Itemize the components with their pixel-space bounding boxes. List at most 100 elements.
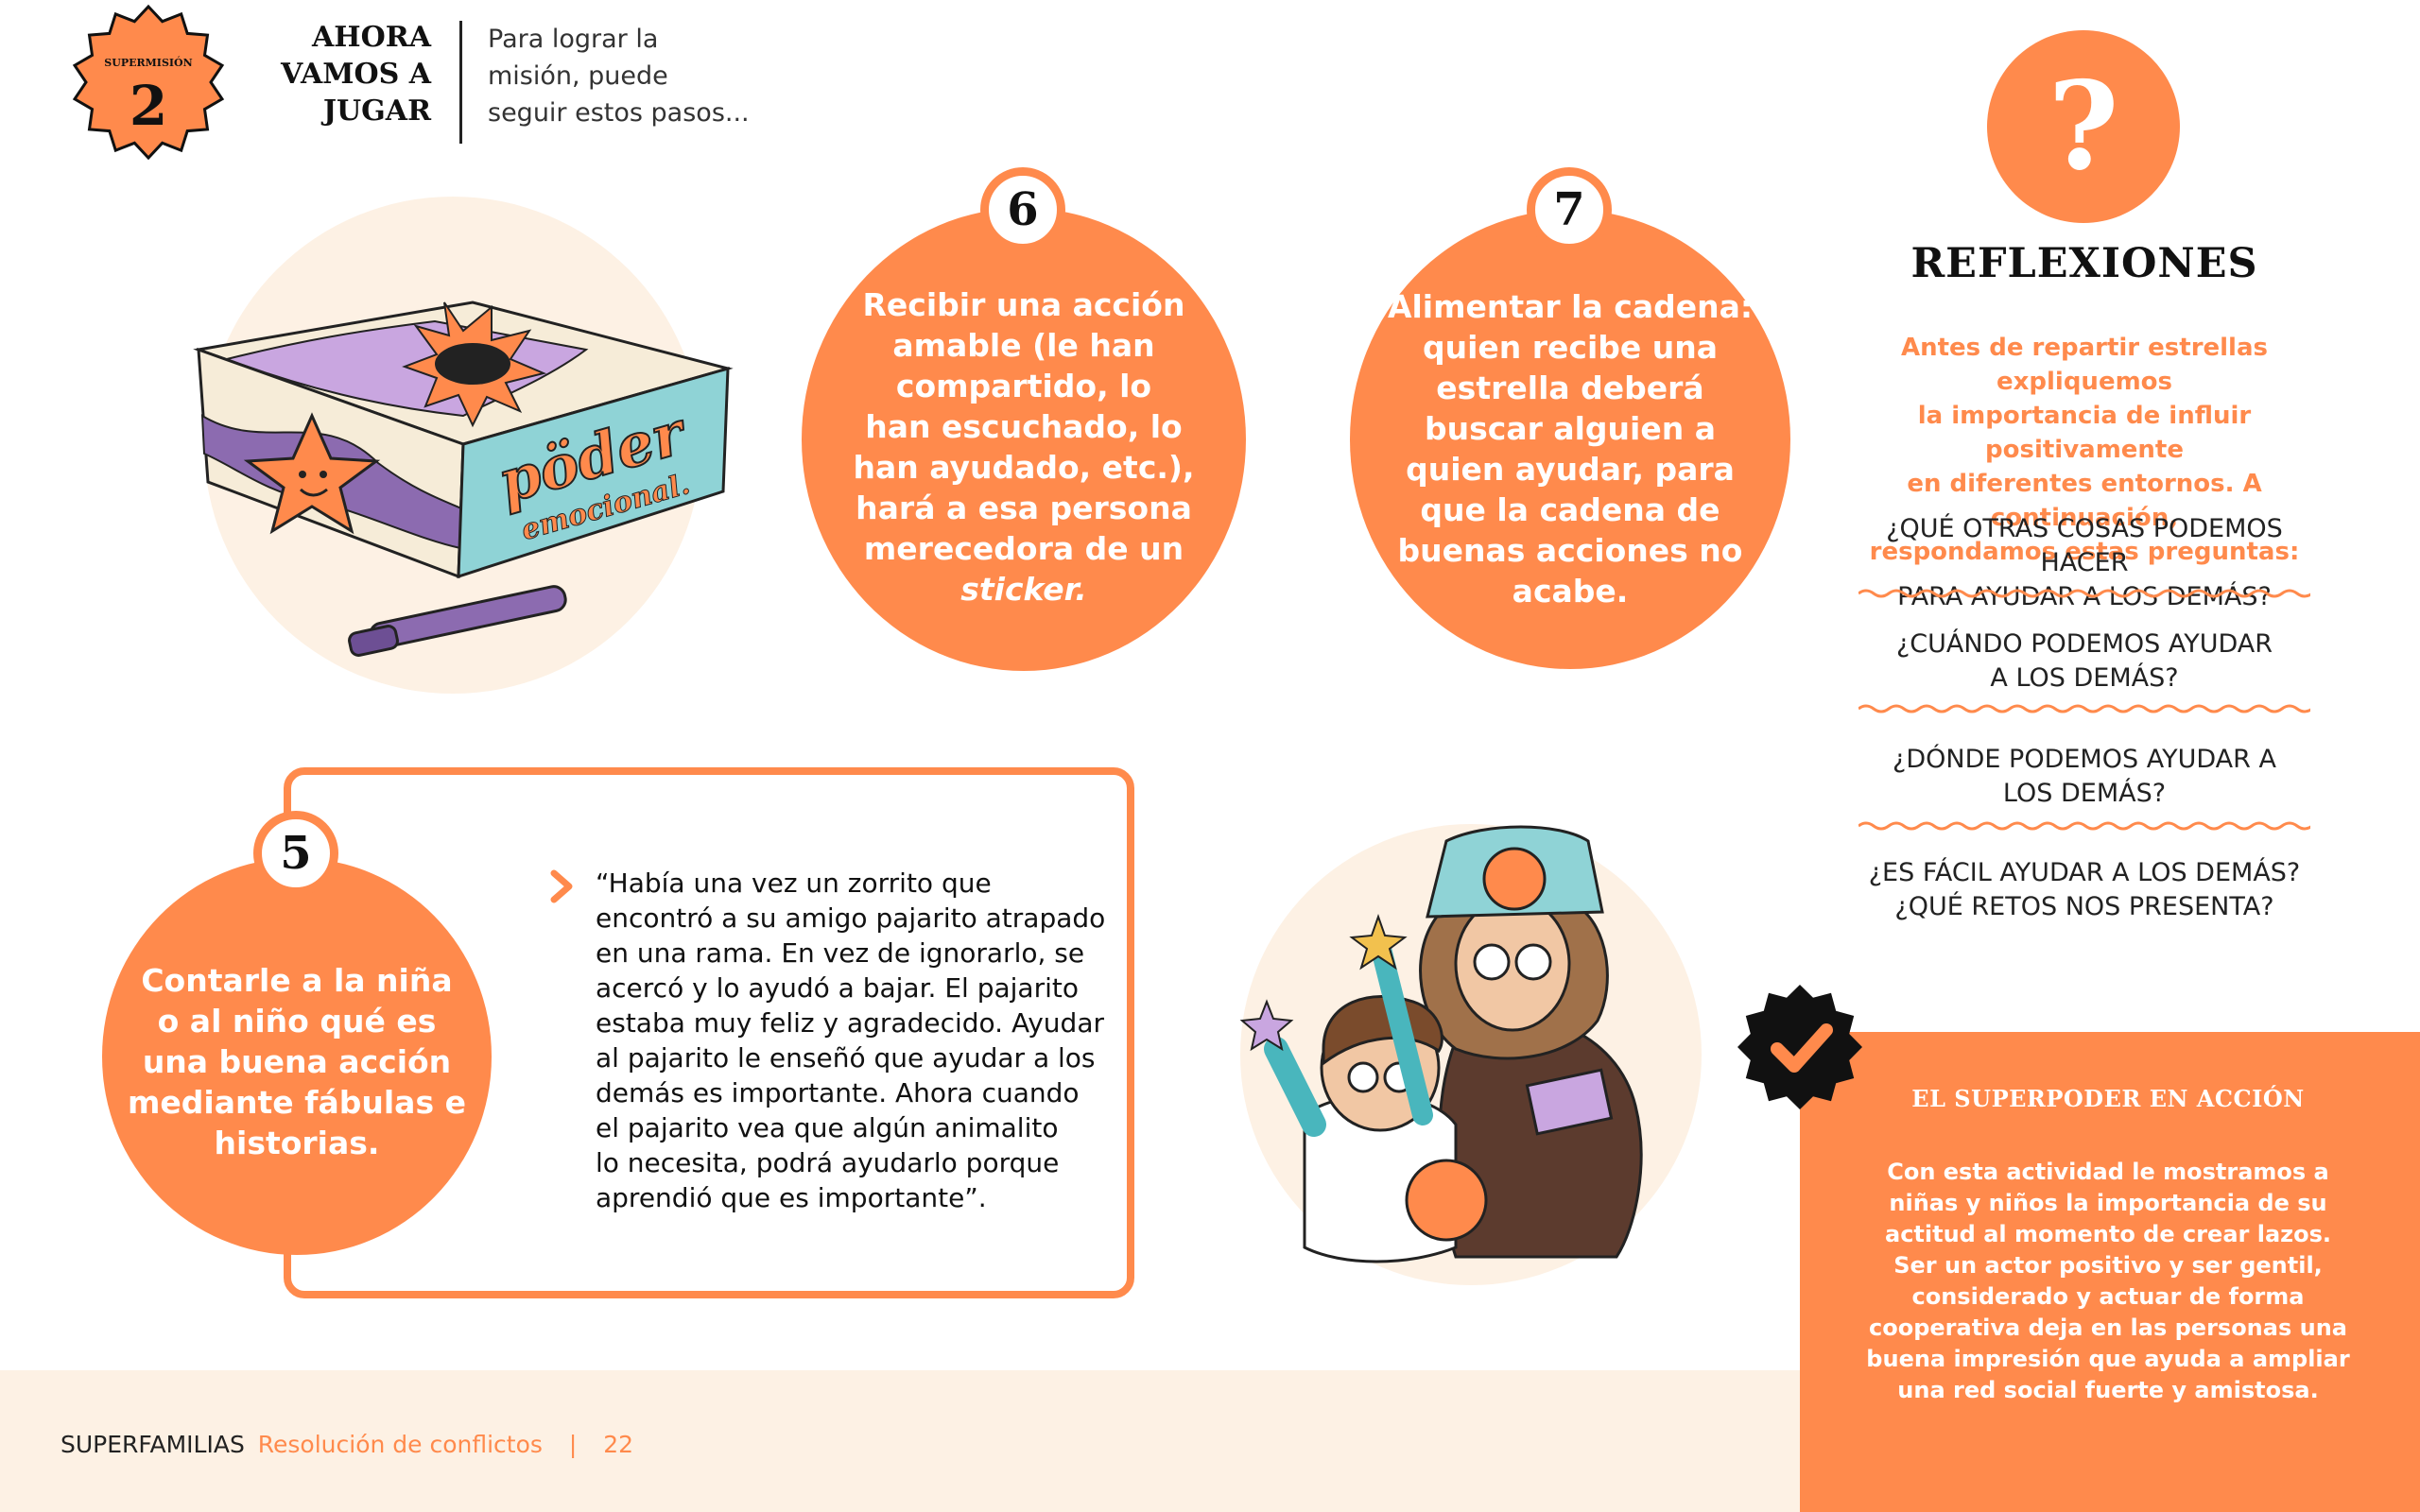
step-6-text: Recibir una acción amable (le han compar… xyxy=(853,284,1194,610)
footer-page-number: 22 xyxy=(603,1431,634,1458)
step-5-line: mediante fábulas e xyxy=(128,1083,466,1121)
question-line: ¿ES FÁCIL AYUDAR A LOS DEMÁS? xyxy=(1868,858,2301,887)
step-5-line: o al niño qué es xyxy=(157,1002,437,1040)
wavy-divider xyxy=(1858,704,2310,713)
step-6-line: hará a esa persona xyxy=(856,490,1192,526)
step-7-line: buenas acciones no xyxy=(1397,532,1743,569)
footer-separator: | xyxy=(568,1431,578,1458)
supermision-badge: SUPERMISIÓN 2 xyxy=(72,4,225,161)
step-5-circle: Contarle a la niña o al niño qué es una … xyxy=(102,858,492,1255)
page-title: AHORA VAMOS A JUGAR xyxy=(255,19,431,129)
footer: SUPERFAMILIAS Resolución de conflictos |… xyxy=(60,1429,633,1461)
step-7-line: acabe. xyxy=(1512,573,1629,610)
intro-line: seguir estos pasos... xyxy=(488,98,750,128)
star-face-icon xyxy=(243,412,381,535)
page-title-line: AHORA xyxy=(312,21,431,54)
step-6-number: 6 xyxy=(980,167,1065,252)
step-5-line: Contarle a la niña xyxy=(141,961,453,999)
header-divider xyxy=(459,21,462,144)
question-line: ¿QUÉ RETOS NOS PRESENTA? xyxy=(1894,892,2274,921)
step-7-number: 7 xyxy=(1527,167,1612,252)
fable-line: en una rama. En vez de ignorarlo, se xyxy=(596,937,1085,969)
badge-number: 2 xyxy=(130,74,167,138)
step-5-line: historias. xyxy=(214,1124,380,1161)
fable-line: demás es importante. Ahora cuando xyxy=(596,1077,1080,1108)
superpoder-line: buena impresión que ayuda a ampliar xyxy=(1866,1346,2350,1372)
question-item: ¿CUÁNDO PODEMOS AYUDAR A LOS DEMÁS? xyxy=(1843,627,2325,696)
reflexiones-intro-line: respondamos estas preguntas: xyxy=(1869,538,2300,566)
question-item: ¿QUÉ OTRAS COSAS PODEMOS HACER PARA AYUD… xyxy=(1843,512,2325,614)
child-adult-illustration xyxy=(1239,825,1643,1263)
intro-line: Para lograr la xyxy=(488,25,659,54)
reflexiones-intro-line: en diferentes entornos. A continuación, xyxy=(1907,470,2262,532)
reflexiones-intro-line: Antes de repartir estrellas expliquemos xyxy=(1900,334,2268,396)
step-6-circle: Recibir una acción amable (le han compar… xyxy=(802,208,1246,671)
step-7-circle: Alimentar la cadena: quien recibe una es… xyxy=(1350,210,1790,669)
step-6-line-italic: sticker. xyxy=(960,571,1087,608)
question-mark-icon: ? xyxy=(1987,30,2180,223)
superpoder-line: considerado y actuar de forma xyxy=(1911,1283,2305,1310)
step-7-line: que la cadena de xyxy=(1420,491,1720,528)
step-7-line: Alimentar la cadena: xyxy=(1387,288,1754,325)
fable-line: estaba muy feliz y agradecido. Ayudar xyxy=(596,1007,1104,1039)
question-line: A LOS DEMÁS? xyxy=(1990,663,2179,693)
question-item: ¿ES FÁCIL AYUDAR A LOS DEMÁS? ¿QUÉ RETOS… xyxy=(1843,856,2325,924)
step-6-line: Recibir una acción xyxy=(862,286,1185,323)
step-6-line: amable (le han xyxy=(892,327,1155,364)
fable-line: el pajarito vea que algún animalito xyxy=(596,1112,1059,1143)
superpoder-line: Con esta actividad le mostramos a xyxy=(1887,1159,2329,1185)
superpoder-line: cooperativa deja en las personas una xyxy=(1869,1314,2347,1341)
step-5-number: 5 xyxy=(253,811,338,896)
step-5-line: una buena acción xyxy=(142,1042,452,1080)
sun-icon xyxy=(402,301,547,428)
wavy-divider xyxy=(1858,821,2310,831)
fable-line: al pajarito le enseñó que ayudar a los xyxy=(596,1042,1096,1074)
footer-section: Resolución de conflictos xyxy=(257,1431,543,1458)
superpoder-line: niñas y niños la importancia de su xyxy=(1889,1190,2327,1216)
step-6-line: han ayudado, etc.), xyxy=(853,449,1195,486)
star-icon xyxy=(1349,913,1408,971)
question-item: ¿DÓNDE PODEMOS AYUDAR A LOS DEMÁS? xyxy=(1843,743,2325,811)
question-line: ¿CUÁNDO PODEMOS AYUDAR xyxy=(1895,629,2273,659)
question-mark-glyph: ? xyxy=(2048,56,2119,198)
fable-text: “Había una vez un zorrito que encontró a… xyxy=(596,866,1105,1215)
question-line: PARA AYUDAR A LOS DEMÁS? xyxy=(1897,582,2272,611)
superpoder-line: actitud al momento de crear lazos. xyxy=(1885,1221,2331,1247)
step-7-line: quien recibe una xyxy=(1422,329,1719,366)
fable-line: acercó y lo ayudó a bajar. El pajarito xyxy=(596,972,1079,1004)
reflexiones-title: REFLEXIONES xyxy=(1910,240,2258,287)
step-7-line: buscar alguien a xyxy=(1425,410,1716,447)
superpoder-text: Con esta actividad le mostramos a niñas … xyxy=(1834,1157,2382,1406)
superpoder-line: una red social fuerte y amistosa. xyxy=(1897,1377,2319,1403)
superpoder-panel xyxy=(1800,1032,2420,1512)
chevron-right-icon xyxy=(550,869,573,903)
intro-text: Para lograr la misión, puede seguir esto… xyxy=(488,21,750,131)
question-line: LOS DEMÁS? xyxy=(2002,779,2167,808)
page-title-line: VAMOS A xyxy=(281,58,431,91)
intro-line: misión, puede xyxy=(488,61,668,91)
fable-line: aprendió que es importante”. xyxy=(596,1182,987,1213)
question-line: ¿QUÉ OTRAS COSAS PODEMOS HACER xyxy=(1886,514,2283,577)
fable-line: encontró a su amigo pajarito atrapado xyxy=(596,902,1106,934)
step-6-line: merecedora de un xyxy=(863,530,1184,567)
step-6-line: compartido, lo xyxy=(895,368,1152,404)
check-badge-icon xyxy=(1737,985,1862,1109)
superpoder-title: EL SUPERPODER EN ACCIÓN xyxy=(1911,1085,2305,1112)
question-line: ¿DÓNDE PODEMOS AYUDAR A xyxy=(1893,745,2276,774)
step-7-line: quien ayudar, para xyxy=(1406,451,1735,488)
fable-line: lo necesita, podrá ayudarlo porque xyxy=(596,1147,1060,1178)
fable-line: “Había una vez un zorrito que xyxy=(596,868,992,899)
footer-brand: SUPERFAMILIAS xyxy=(60,1431,245,1458)
step-7-line: estrella deberá xyxy=(1436,369,1704,406)
footer-bar xyxy=(0,1370,1800,1512)
step-5-text: Contarle a la niña o al niño qué es una … xyxy=(128,960,466,1163)
page-title-line: JUGAR xyxy=(322,94,431,128)
step-7-text: Alimentar la cadena: quien recibe una es… xyxy=(1388,286,1753,611)
marker-icon xyxy=(348,585,567,657)
reflexiones-intro: Antes de repartir estrellas expliquemos … xyxy=(1834,331,2335,569)
poder-emocional-box-illustration: pöder emocional. xyxy=(193,301,734,657)
superpoder-line: Ser un actor positivo y ser gentil, xyxy=(1893,1252,2323,1279)
star-icon xyxy=(1239,999,1294,1052)
step-6-line: han escuchado, lo xyxy=(865,408,1183,445)
reflexiones-intro-line: la importancia de influir positivamente xyxy=(1917,402,2252,464)
